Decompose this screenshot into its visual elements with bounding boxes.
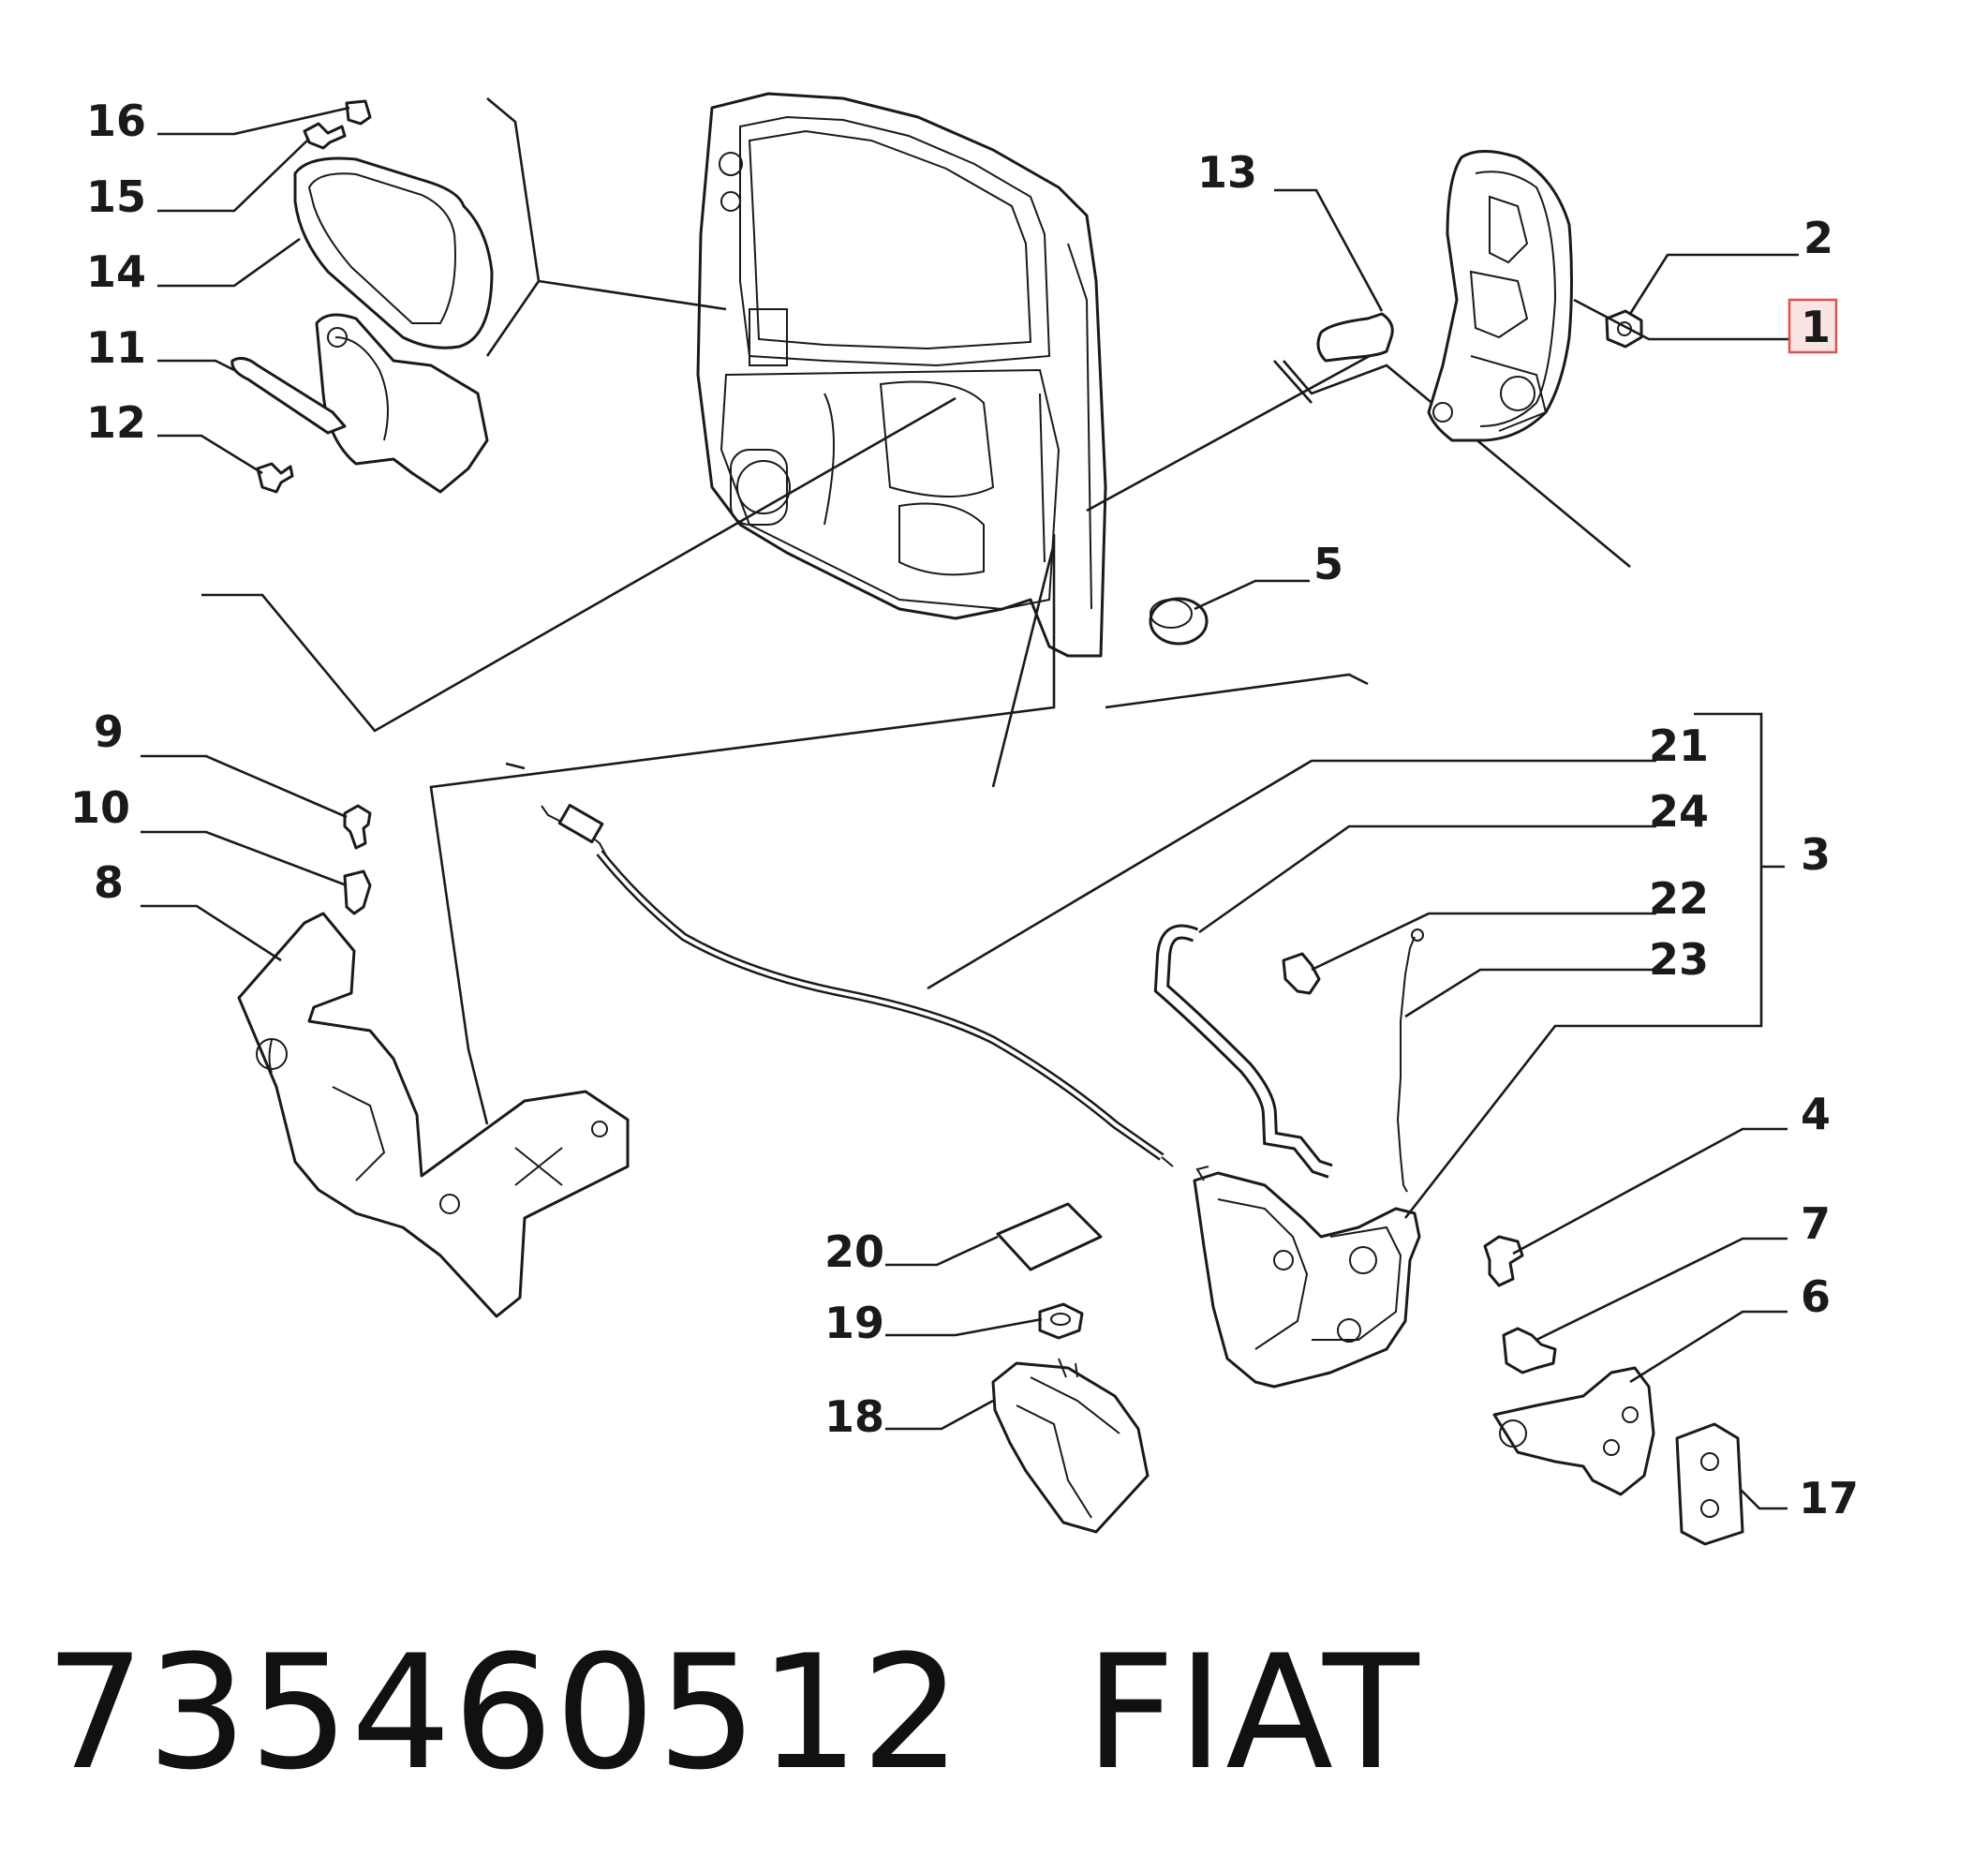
callout-12: 12: [86, 397, 146, 448]
callout-11: 11: [86, 322, 146, 373]
handle-leaders: [157, 106, 350, 475]
outer-handle-leaders: [1273, 188, 1801, 404]
callout-8: 8: [94, 857, 124, 908]
part-14-bezel: [293, 156, 494, 349]
lock-leaders: [927, 712, 1785, 1219]
door-panel: [696, 92, 1107, 658]
callout-23: 23: [1649, 934, 1709, 985]
callout-24: 24: [1649, 786, 1709, 837]
striker-group: [1483, 1235, 1744, 1546]
part-9-screw: [343, 804, 372, 850]
cable-21: [541, 803, 1174, 1167]
part-1-handle: [1427, 150, 1573, 442]
part-12-screw: [256, 462, 294, 494]
part-7-bolt: [1502, 1327, 1557, 1374]
part-16-clip: [345, 99, 372, 126]
outer-handle-group: [1316, 150, 1643, 442]
bracket-group: [237, 804, 630, 1318]
footer: 735460512 FIAT: [45, 1621, 1421, 1805]
callout-labels: 16 15 14 11 12 13 2 1 5 9 10 8 21 24 3 2…: [70, 96, 1859, 1523]
part-number: 735460512: [45, 1621, 963, 1805]
callout-6: 6: [1801, 1271, 1831, 1322]
callout-10: 10: [70, 782, 130, 833]
callout-1: 1: [1801, 302, 1831, 352]
part-18-bracket: [991, 1361, 1150, 1534]
part-19-nut: [1038, 1302, 1084, 1340]
callout-21: 21: [1649, 721, 1709, 771]
callout-20: 20: [824, 1226, 884, 1277]
callout-5: 5: [1313, 539, 1343, 589]
part-2-nut: [1605, 309, 1643, 349]
plug-group: [1149, 579, 1310, 646]
brand-name: FIAT: [1084, 1621, 1421, 1805]
callout-14: 14: [86, 246, 146, 297]
support-group: [991, 1202, 1150, 1534]
part-3-lock: [1193, 1171, 1421, 1389]
callout-16: 16: [86, 96, 146, 146]
support-leaders: [885, 1235, 1043, 1431]
part-4-bolt: [1483, 1235, 1524, 1287]
callout-4: 4: [1801, 1089, 1831, 1139]
part-22-clip: [1282, 952, 1321, 995]
striker-leaders: [1512, 1127, 1788, 1510]
callout-7: 7: [1801, 1198, 1831, 1249]
part-8-bracket: [237, 912, 630, 1318]
part-6-striker: [1492, 1366, 1655, 1496]
bracket-leaders: [141, 754, 348, 962]
callout-18: 18: [824, 1391, 884, 1442]
callout-9: 9: [94, 706, 124, 757]
callout-3: 3: [1801, 829, 1831, 880]
callout-15: 15: [86, 171, 146, 222]
part-10-clip: [343, 869, 372, 915]
callout-17: 17: [1799, 1473, 1859, 1523]
callout-13: 13: [1197, 147, 1257, 198]
door-leaders: [201, 97, 1631, 1125]
callout-22: 22: [1649, 873, 1709, 924]
callout-2: 2: [1803, 213, 1833, 263]
part-13-cap: [1316, 312, 1394, 363]
lock-group: [1153, 924, 1424, 1389]
part-20-pad: [996, 1202, 1103, 1271]
inner-handle-group: [230, 99, 494, 494]
callout-1-highlight-box: [1788, 298, 1838, 354]
part-15-screw: [303, 122, 347, 150]
callout-19: 19: [824, 1298, 884, 1348]
part-17-plate: [1675, 1422, 1744, 1546]
part-5-plug: [1149, 597, 1209, 646]
part-11-lever: [230, 356, 347, 435]
